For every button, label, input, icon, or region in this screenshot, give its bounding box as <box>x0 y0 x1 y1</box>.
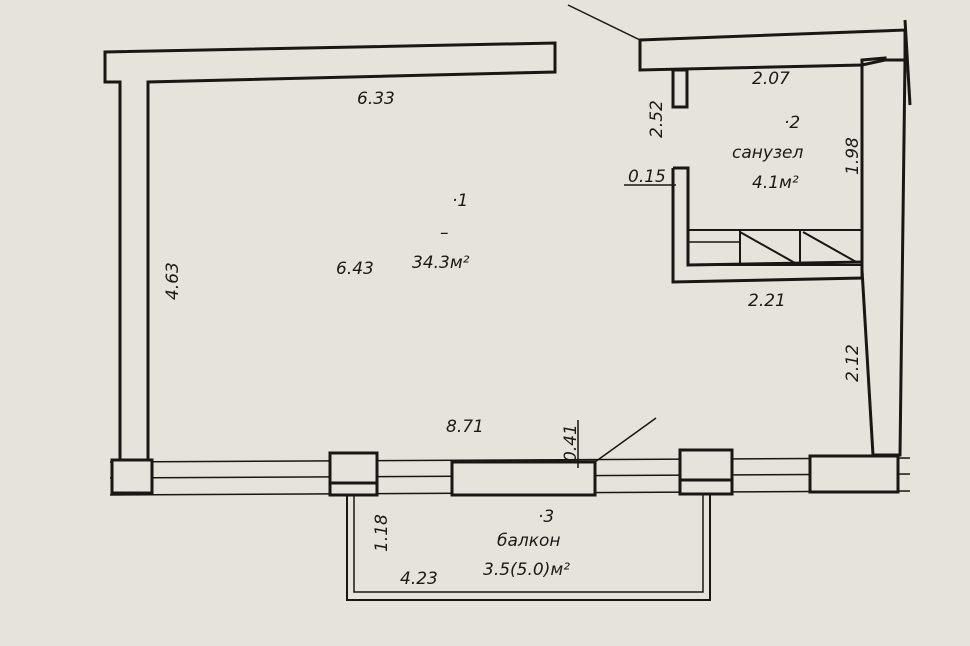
dim-window-depth: 0.41 <box>561 424 581 462</box>
room1-number: ·1 <box>452 191 468 211</box>
door-swing-line <box>567 4 641 41</box>
balcony-door-swing <box>594 417 657 463</box>
dim-bath-height: 2.52 <box>647 100 667 138</box>
dim-bath-bottom: 2.21 <box>748 291 786 311</box>
room3-number: ·3 <box>538 507 554 527</box>
bath-fixtures <box>687 229 863 266</box>
dim-bath-width: 2.07 <box>752 69 790 89</box>
dim-room1-width: 6.43 <box>336 259 374 279</box>
room2-number: ·2 <box>784 113 800 133</box>
top-left-wall <box>103 41 557 462</box>
dim-bath-right: 1.98 <box>843 137 863 175</box>
bottom-wall <box>109 417 911 497</box>
room1-dash: – <box>440 223 449 243</box>
dim-top-wall: 6.33 <box>357 89 395 109</box>
dim-left-wall: 4.63 <box>163 262 183 300</box>
room3-area: 3.5(5.0)м² <box>483 560 570 580</box>
room3-name: балкон <box>497 531 561 551</box>
balcony-outline <box>346 494 711 601</box>
room2-area: 4.1м² <box>752 173 799 193</box>
dim-partition: 0.15 <box>628 167 666 187</box>
bath-stub-wall <box>671 68 689 109</box>
dim-balcony-width: 4.23 <box>400 569 438 589</box>
outer-right-wall-edge <box>903 19 912 106</box>
right-wall <box>860 58 907 457</box>
dim-right-lower: 2.12 <box>843 344 863 382</box>
room1-area: 34.3м² <box>412 253 470 273</box>
room2-name: санузел <box>732 143 803 163</box>
dim-balcony-depth: 1.18 <box>372 514 392 552</box>
balcony-door <box>450 460 597 497</box>
dim-bottom-wall: 8.71 <box>446 417 484 437</box>
